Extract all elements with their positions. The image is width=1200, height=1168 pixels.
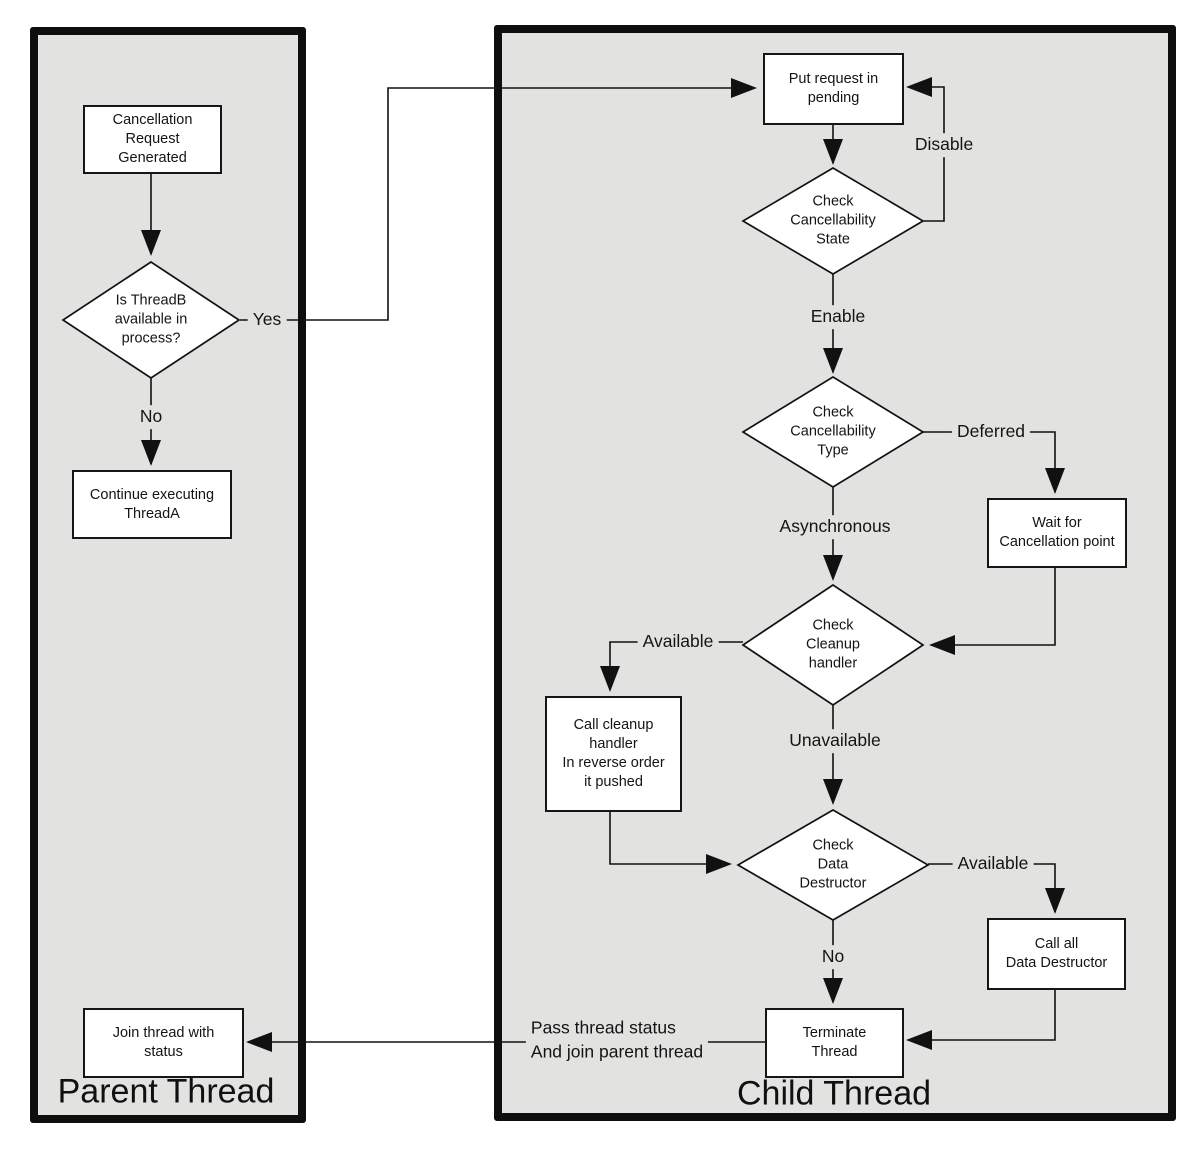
- node-cancellation-request: Cancellation Request Generated: [83, 105, 222, 174]
- node-wait-cancellation-point: Wait for Cancellation point: [987, 498, 1127, 568]
- diamond-check-data: [736, 809, 930, 921]
- edge-label-pass-thread-status: Pass thread status And join parent threa…: [525, 1016, 709, 1064]
- edge-label-available-cleanup: Available: [637, 630, 719, 654]
- node-call-cleanup-handler: Call cleanup handler In reverse order it…: [545, 696, 682, 812]
- child-thread-title: Child Thread: [736, 1074, 932, 1113]
- edge-yes-to-put-request: [240, 78, 757, 321]
- edge-callcleanup-to-data: [609, 808, 732, 874]
- diamond-check-state: [741, 167, 925, 275]
- edge-label-no-destructor: No: [816, 945, 850, 969]
- edge-label-enable: Enable: [805, 305, 871, 329]
- node-terminate-thread: Terminate Thread: [765, 1008, 904, 1078]
- edge-label-unavailable: Unavailable: [784, 729, 886, 753]
- node-continue-executing: Continue executing ThreadA: [72, 470, 232, 539]
- diamond-label-is-threadb: Is ThreadB available in process?: [114, 292, 188, 347]
- diamond-check-cleanup: [741, 583, 925, 707]
- edge-label-disable: Disable: [909, 133, 979, 157]
- diamond-is-threadb: [61, 260, 241, 380]
- diamond-label-check-type: Check Cancellability Type: [790, 404, 876, 459]
- diamond-label-check-cleanup: Check Cleanup handler: [805, 617, 860, 672]
- edge-callall-to-terminate: [906, 986, 1056, 1050]
- node-join-thread: Join thread with status: [83, 1008, 244, 1078]
- diamond-label-check-data: Check Data Destructor: [799, 837, 867, 892]
- edge-label-deferred: Deferred: [951, 420, 1031, 444]
- parent-thread-title: Parent Thread: [57, 1072, 275, 1111]
- diamond-check-type: [741, 376, 925, 488]
- edge-label-no-threadb: No: [134, 405, 168, 429]
- edge-label-available-destructor: Available: [952, 852, 1034, 876]
- edge-label-asynchronous: Asynchronous: [774, 515, 896, 539]
- diamond-label-check-state: Check Cancellability State: [790, 193, 876, 248]
- edge-label-yes: Yes: [247, 308, 287, 332]
- node-put-request-pending: Put request in pending: [763, 53, 904, 125]
- edge-wait-to-cleanup: [929, 564, 1056, 655]
- parent-thread-container: [30, 27, 306, 1123]
- node-call-all-data-destructor: Call all Data Destructor: [987, 918, 1126, 990]
